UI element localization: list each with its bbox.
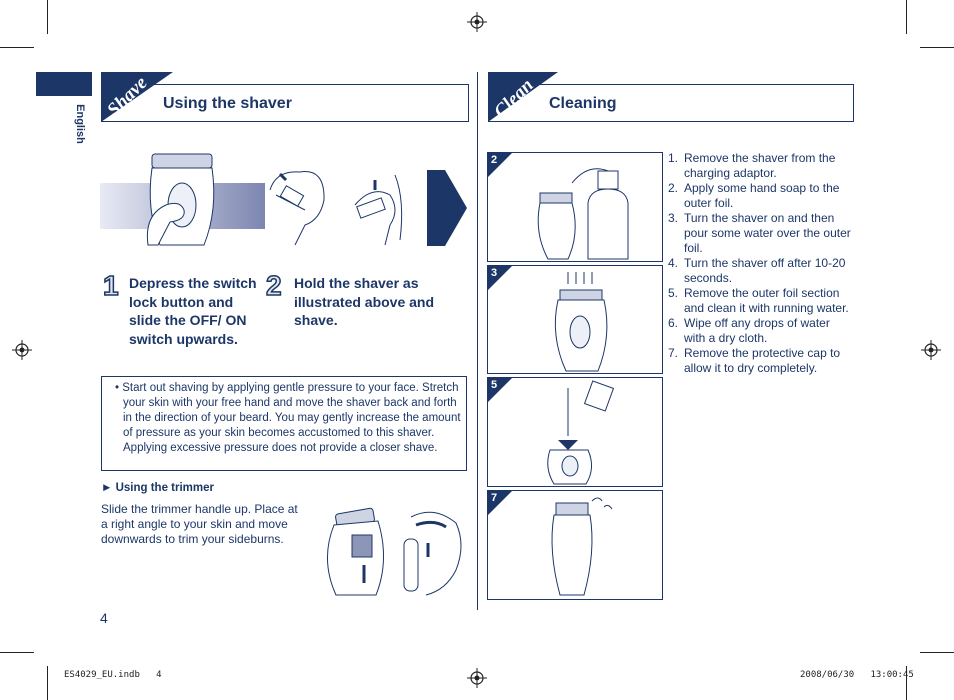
column-divider	[477, 72, 478, 610]
page-number: 4	[100, 610, 108, 626]
trimmer-illustration	[326, 507, 462, 596]
list-item: 5.Remove the outer foil section and clea…	[668, 286, 849, 315]
list-item: 4.Turn the shaver off after 10-20 second…	[668, 256, 846, 285]
list-item: 3.Turn the shaver on and then pour some …	[668, 211, 851, 255]
step-number: 2	[265, 269, 282, 302]
section-title: Cleaning	[549, 95, 617, 112]
trimmer-text: Slide the trimmer handle up. Place at a …	[101, 502, 298, 546]
crop-mark	[47, 0, 48, 34]
crop-mark	[906, 0, 907, 34]
crop-mark	[0, 652, 34, 653]
cleaning-figure: 7	[487, 490, 663, 600]
figure-number: 2	[491, 154, 498, 166]
registration-mark-icon	[12, 340, 32, 360]
list-item: 1.Remove the shaver from the charging ad…	[668, 151, 836, 180]
language-tab	[36, 72, 92, 96]
page-title: Using the shaver	[163, 95, 292, 112]
figure-number: 7	[491, 492, 498, 504]
cleaning-figure: 3	[487, 265, 663, 374]
crop-mark	[920, 47, 954, 48]
shave-corner-tab	[101, 72, 173, 122]
list-item: 2.Apply some hand soap to the outer foil…	[668, 181, 840, 210]
cleaning-steps-list: 1.Remove the shaver from the charging ad…	[668, 151, 852, 376]
registration-mark-icon	[467, 12, 487, 32]
registration-mark-icon	[467, 668, 487, 688]
footer-timestamp: 2008/06/30 13:00:45	[800, 670, 914, 680]
list-item: 7.Remove the protective cap to allow it …	[668, 346, 841, 375]
step-number: 1	[102, 269, 119, 302]
crop-mark	[920, 652, 954, 653]
shaving-illustration	[100, 153, 467, 246]
cleaning-figure: 5	[487, 377, 663, 487]
shaving-tip-text: • Start out shaving by applying gentle p…	[115, 382, 461, 454]
step-1-text: Depress the switch lock button and slide…	[129, 275, 257, 347]
crop-mark	[47, 666, 48, 700]
figure-number: 3	[491, 267, 498, 279]
clean-corner-tab	[488, 72, 558, 122]
language-label: English	[73, 104, 86, 144]
cleaning-figure: 2	[487, 152, 663, 262]
crop-mark	[0, 47, 34, 48]
footer-file-info: ES4029_EU.indb 4	[64, 670, 162, 680]
shaving-tip-box: • Start out shaving by applying gentle p…	[101, 376, 467, 471]
list-item: 6.Wipe off any drops of water with a dry…	[668, 316, 830, 345]
step-2-text: Hold the shaver as illustrated above and…	[294, 275, 435, 328]
trimmer-heading: ► Using the trimmer	[101, 482, 214, 494]
figure-number: 5	[491, 379, 498, 391]
crop-mark	[906, 666, 907, 700]
registration-mark-icon	[921, 340, 941, 360]
clean-header	[488, 84, 854, 122]
